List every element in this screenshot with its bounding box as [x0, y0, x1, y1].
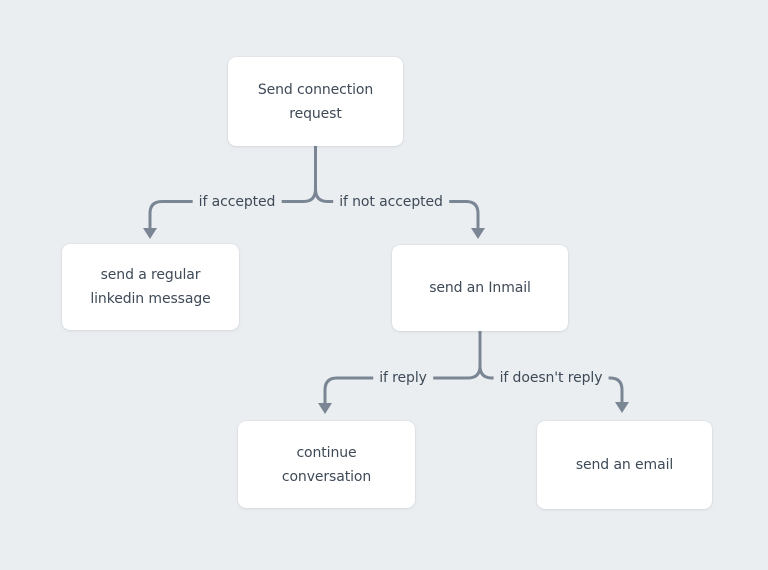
edge-if-accepted-line — [148, 146, 317, 230]
edge-if-not-accepted-line — [314, 146, 480, 230]
edge-if-doesnt-reply-line — [478, 331, 624, 404]
node-continue-conversation: continue conversation — [238, 421, 415, 508]
node-label: send an Inmail — [429, 280, 531, 296]
node-send-an-inmail: send an Inmail — [392, 245, 568, 331]
node-label: continue conversation — [281, 444, 372, 485]
edge-if-reply-line — [323, 331, 482, 405]
node-send-an-email: send an email — [537, 421, 712, 509]
node-label: send an email — [575, 457, 674, 473]
node-send-regular-linkedin-message: send a regular linkedin message — [62, 244, 239, 330]
node-label: Send connection request — [257, 81, 374, 122]
edge-label-if-reply: if reply — [373, 369, 433, 387]
edge-label-if-not-accepted: if not accepted — [333, 193, 449, 211]
arrowhead-icon — [143, 228, 157, 239]
arrowhead-icon — [471, 228, 485, 239]
edge-label-if-accepted: if accepted — [192, 193, 282, 211]
edge-label-if-doesnt-reply: if doesn't reply — [493, 369, 609, 387]
node-send-connection-request: Send connection request — [228, 57, 403, 146]
arrowhead-icon — [318, 403, 332, 414]
node-label: send a regular linkedin message — [90, 267, 211, 307]
arrowhead-icon — [615, 402, 629, 413]
